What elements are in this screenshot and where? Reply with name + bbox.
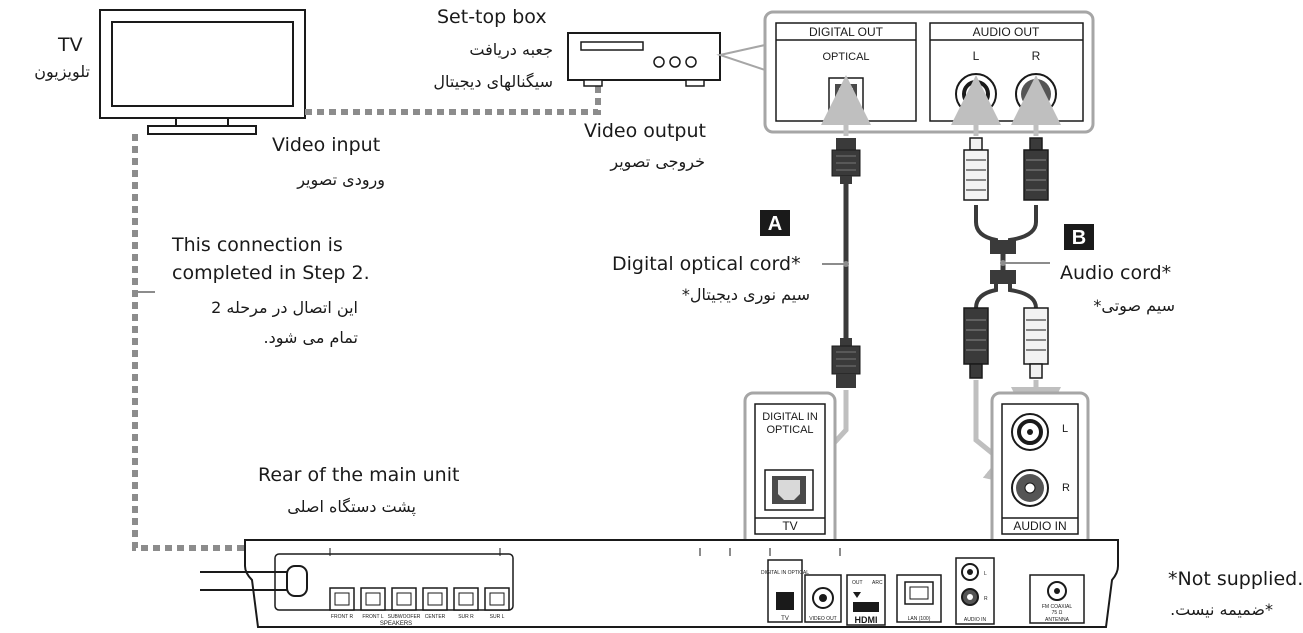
connection-note-en2: completed in Step 2. (172, 262, 370, 284)
marker-a: A (760, 210, 790, 236)
speaker-terminals: FRONT R FRONT L SUBWOOFER CENTER SUR R SUR L (329, 587, 510, 620)
rear-unit-label-en: Rear of the main unit (258, 464, 460, 486)
optical-cord-leader-dot (843, 261, 849, 267)
speaker-terminal: FRONT R (329, 587, 355, 620)
rca-plug-bottom-right-icon (1023, 307, 1049, 379)
speaker-terminal: SUR R (453, 587, 479, 620)
rca-plug-top-right-icon (1023, 137, 1049, 201)
optical-cord (831, 138, 861, 388)
video-cable (132, 80, 601, 551)
stb-output-panel: DIGITAL OUT OPTICAL AUDIO OUT L R (763, 10, 1095, 134)
stb-digital-out-label: DIGITAL OUT (809, 25, 884, 39)
marker-a-label: A (768, 213, 782, 235)
speaker-terminal-label: SUR R (458, 614, 474, 620)
video-input-label-fa: ورودی تصویر (297, 170, 385, 189)
stb-audio-l-label: L (973, 49, 980, 63)
rca-plug-bottom-left-icon (963, 307, 989, 379)
rear-digital-in-port: DIGITAL IN OPTICAL TV (761, 559, 809, 623)
unit-tv-label: TV (782, 519, 797, 533)
stb-optical-label: OPTICAL (822, 51, 869, 63)
rear-audio-in-port: L R AUDIO IN (955, 557, 995, 625)
unit-digital-in-label: DIGITAL IN (762, 411, 818, 423)
rear-fm-coaxial-label: FM COAXIAL (1042, 604, 1073, 610)
rear-antenna-label: ANTENNA (1045, 617, 1070, 623)
rear-audio-r-label: R (984, 596, 988, 602)
unit-optical-port-icon (764, 469, 814, 511)
connection-note-fa2: تمام می شود. (263, 328, 358, 347)
speaker-terminal-label: FRONT R (331, 614, 354, 620)
rear-digital-in-label: DIGITAL IN OPTICAL (761, 570, 809, 576)
connection-note-fa1: این اتصال در مرحله 2 (211, 298, 358, 317)
speaker-terminal-label: SUBWOOFER (388, 614, 421, 620)
rear-hdmi-logo: HDMI (855, 615, 878, 625)
unit-audio-r-label: R (1062, 482, 1070, 494)
unit-audio-l-jack-icon (1011, 413, 1049, 451)
rear-lan-port: LAN (100) (896, 574, 942, 623)
unit-audio-in-label: AUDIO IN (1013, 519, 1066, 533)
rear-tv-label: TV (781, 616, 789, 622)
audio-cord-label-fa: سیم صوتی* (1093, 296, 1175, 315)
not-supplied-label-fa: *ضمیمه نیست. (1170, 600, 1273, 619)
rear-audio-in-label: AUDIO IN (964, 617, 987, 623)
tv-icon (99, 9, 306, 135)
rca-plug-top-left-icon (963, 137, 989, 201)
not-supplied-label-en: *Not supplied. (1168, 568, 1303, 590)
connection-note-en1: This connection is (172, 234, 343, 256)
speaker-terminal-label: FRONT L (362, 614, 384, 620)
rear-ohm-label: 75 Ω (1052, 610, 1063, 616)
audio-cord-leader-dot (1000, 260, 1006, 266)
unit-audio-l-label: L (1062, 423, 1068, 435)
rear-video-out-port: VIDEO OUT (804, 574, 842, 623)
rear-lan-label: LAN (100) (908, 616, 931, 622)
rear-hdmi-port: OUT ARC HDMI (846, 574, 886, 626)
optical-cord-label-en: Digital optical cord* (612, 253, 801, 275)
rear-hdmi-arc-label: ARC (872, 580, 883, 586)
video-output-label-fa: خروجی تصویر (610, 152, 705, 171)
marker-b: B (1064, 224, 1094, 250)
optical-plug-top-icon (831, 138, 861, 184)
unit-audio-r-jack-icon (1011, 469, 1049, 507)
stb-label-fa2: سیگنالهای دیجیتال (433, 72, 553, 91)
tv-label-en: TV (58, 34, 83, 56)
speaker-terminal: FRONT L (360, 587, 386, 620)
unit-optical-label: OPTICAL (766, 424, 813, 436)
video-input-label-en: Video input (272, 134, 381, 156)
speaker-terminal: CENTER (422, 587, 448, 620)
video-output-label-en: Video output (584, 120, 706, 142)
stb-audio-out-label: AUDIO OUT (973, 25, 1040, 39)
rear-video-out-label: VIDEO OUT (809, 616, 837, 622)
rear-speakers-label: SPEAKERS (380, 621, 412, 627)
set-top-box-icon (567, 32, 766, 87)
unit-digital-in-panel: DIGITAL IN OPTICAL TV (743, 391, 837, 567)
audio-cord (963, 137, 1049, 379)
stb-label-en: Set-top box (437, 6, 547, 28)
stb-label-fa1: جعبه دریافت (469, 40, 553, 59)
audio-cord-label-en: Audio cord* (1060, 262, 1172, 284)
speaker-terminal: SUBWOOFER (388, 587, 421, 620)
rear-audio-l-label: L (984, 571, 987, 577)
speaker-terminal: SUR L (484, 587, 510, 620)
speaker-terminal-label: CENTER (425, 614, 446, 620)
marker-b-label: B (1072, 227, 1086, 249)
rear-hdmi-out-label: OUT (852, 580, 863, 586)
rear-unit-label-fa: پشت دستگاه اصلی (287, 497, 416, 516)
optical-plug-bottom-icon (831, 338, 861, 388)
tv-label-fa: تلویزیون (34, 62, 90, 81)
optical-cord-label-fa: سیم نوری دیجیتال* (681, 285, 810, 304)
stb-audio-r-label: R (1032, 49, 1041, 63)
rear-antenna-port: FM COAXIAL 75 Ω ANTENNA (1029, 574, 1085, 624)
speaker-terminal-label: SUR L (490, 614, 505, 620)
